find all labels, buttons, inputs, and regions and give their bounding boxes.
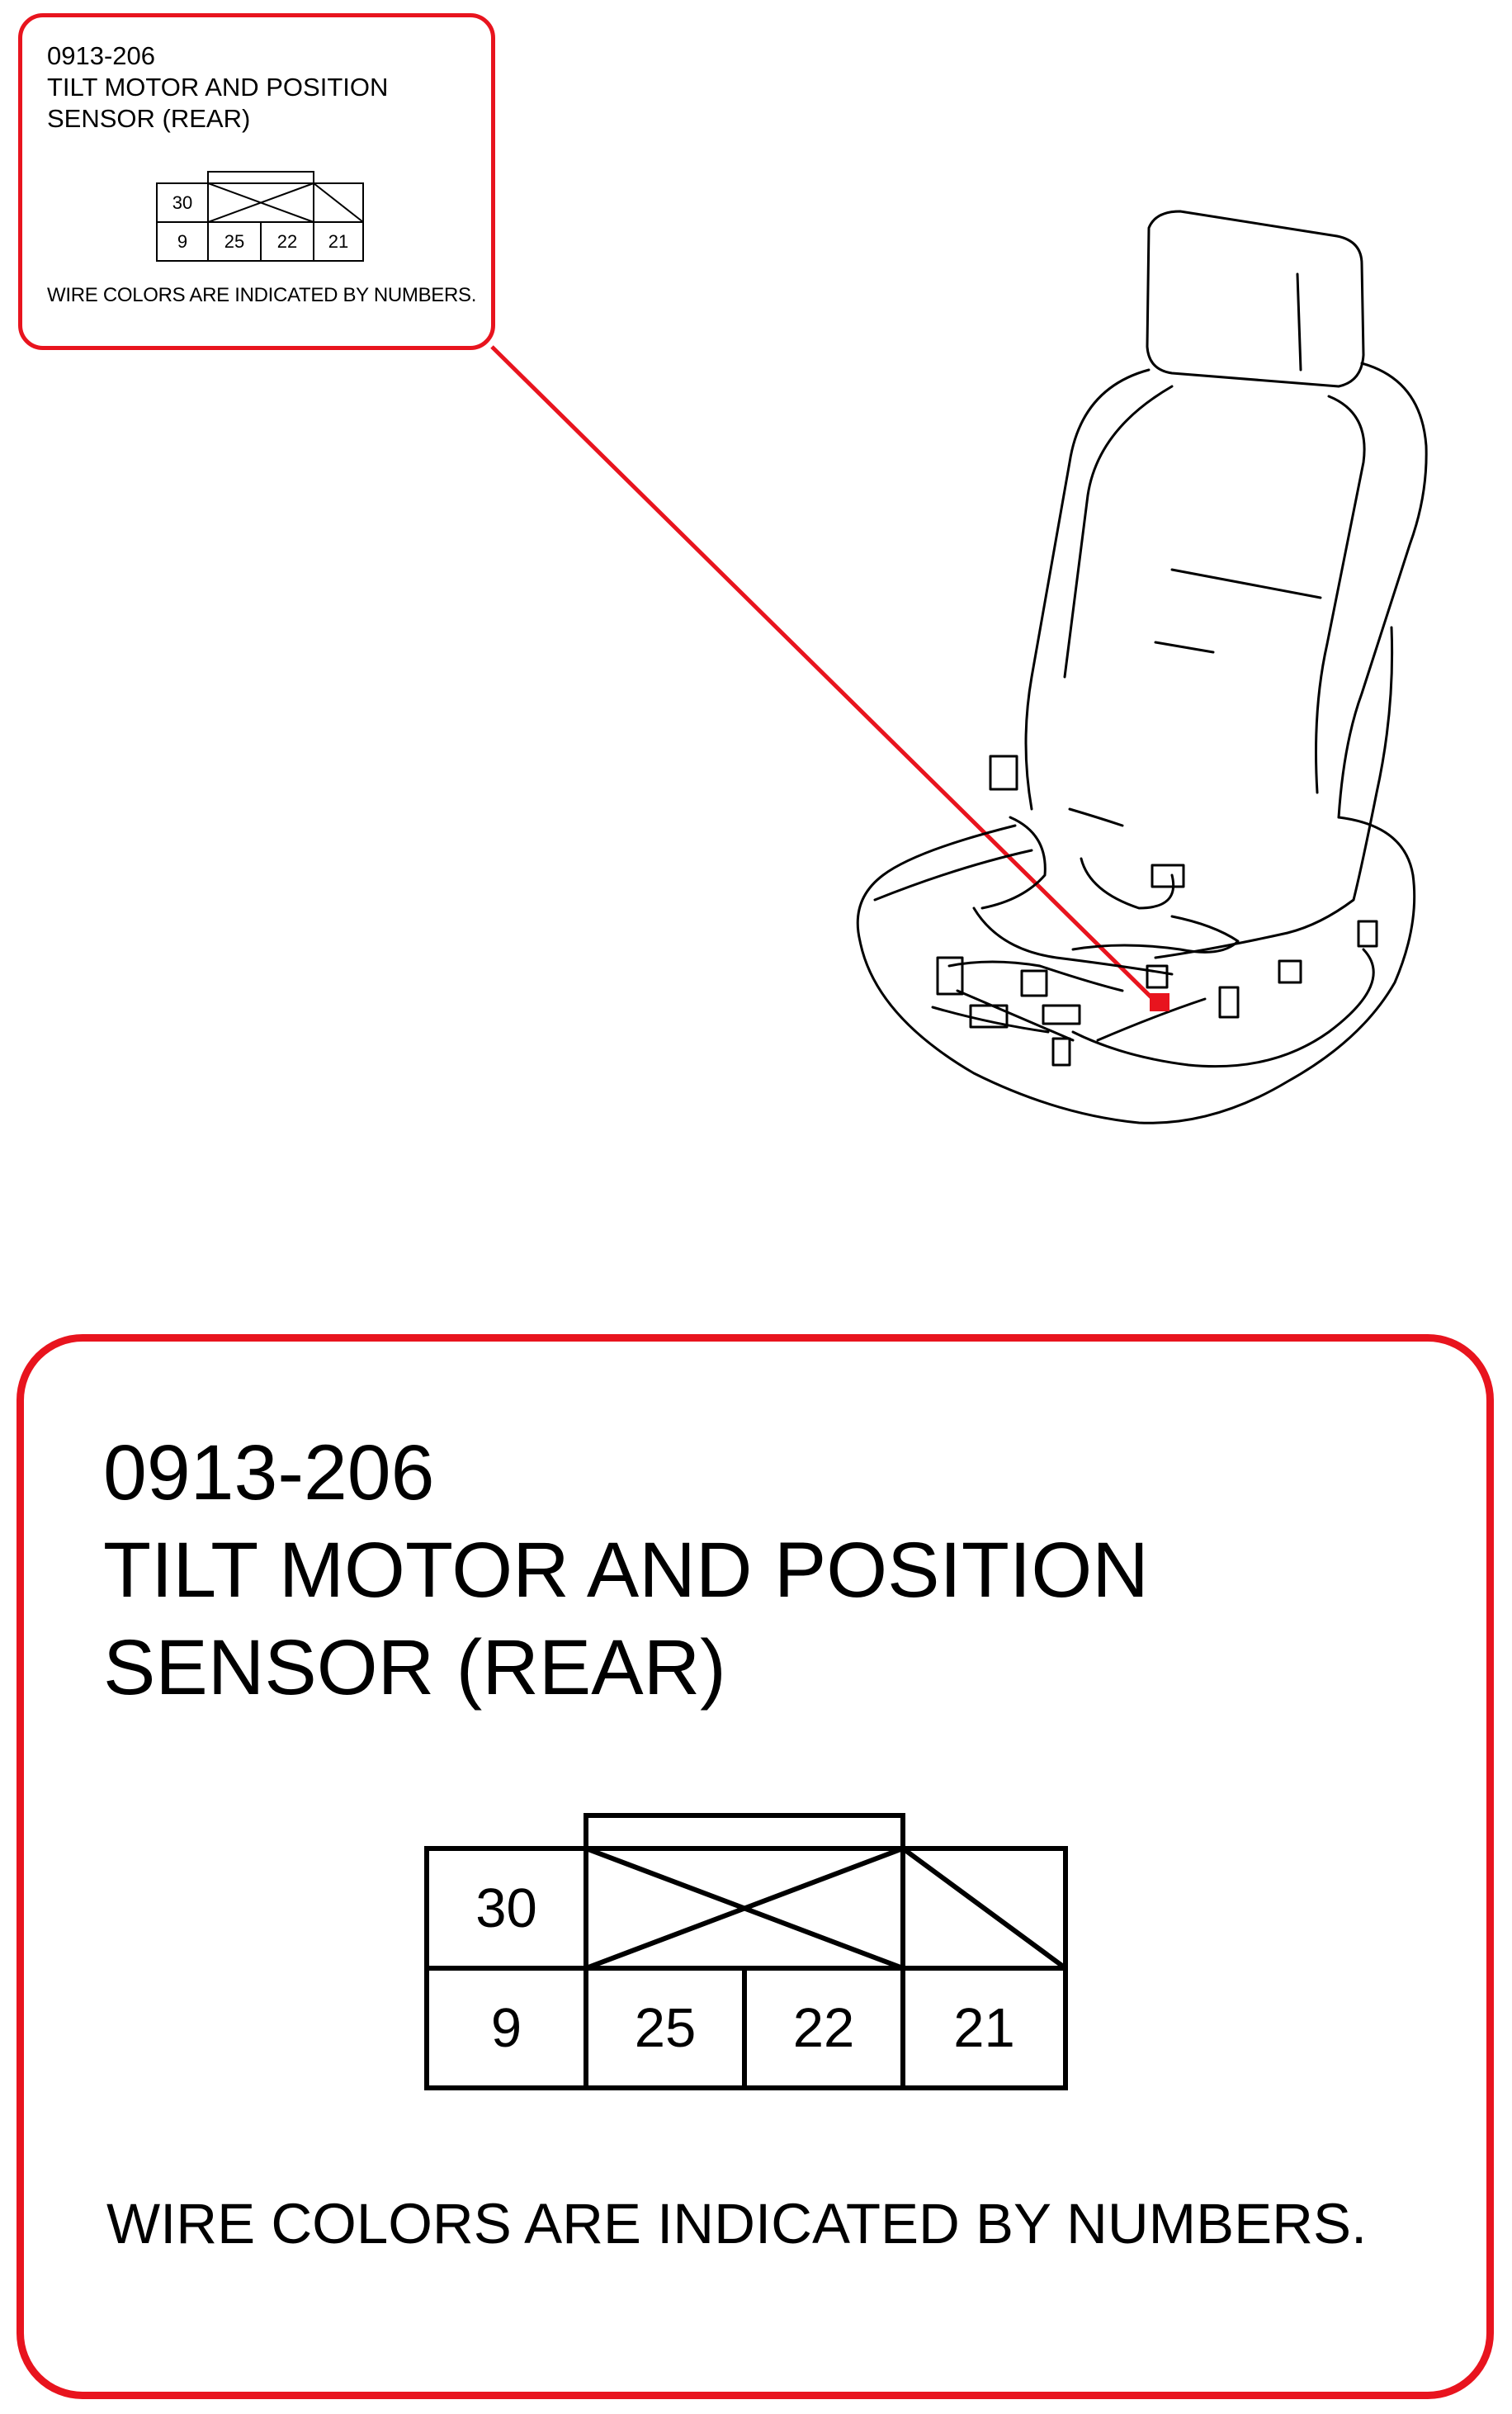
connector-face-icon: 30 9 25 22 21 xyxy=(156,170,364,262)
connector-name: TILT MOTOR AND POSITION SENSOR (REAR) xyxy=(103,1526,1149,1711)
wire-color-note: WIRE COLORS ARE INDICATED BY NUMBERS. xyxy=(47,284,477,306)
terminal-label: 9 xyxy=(177,230,188,252)
terminal-label: 22 xyxy=(792,1997,855,2059)
connector-grid-small xyxy=(156,171,364,262)
terminal-label: 9 xyxy=(490,1997,522,2059)
connector-code: 0913-206 xyxy=(47,41,156,70)
terminal-label: 21 xyxy=(953,1997,1015,2059)
terminal-label: 21 xyxy=(328,230,349,252)
terminal-label: 22 xyxy=(276,230,298,252)
terminal-label: 30 xyxy=(172,192,193,213)
terminal-label: 25 xyxy=(224,230,245,252)
seat-harness-illustration-icon xyxy=(856,210,1428,1124)
connector-grid-large xyxy=(424,1813,1068,2090)
connector-name: TILT MOTOR AND POSITION SENSOR (REAR) xyxy=(47,73,389,133)
connector-code: 0913-206 xyxy=(103,1429,435,1517)
terminal-label: 30 xyxy=(475,1877,537,1939)
connector-callout-large: 0913-206 TILT MOTOR AND POSITION SENSOR … xyxy=(17,1334,1494,2399)
wire-color-note: WIRE COLORS ARE INDICATED BY NUMBERS. xyxy=(106,2192,1368,2255)
connector-callout-small: 0913-206 TILT MOTOR AND POSITION SENSOR … xyxy=(18,13,495,350)
connector-face-icon: 30 9 25 22 21 xyxy=(424,1813,1084,2107)
terminal-label: 25 xyxy=(634,1997,697,2059)
